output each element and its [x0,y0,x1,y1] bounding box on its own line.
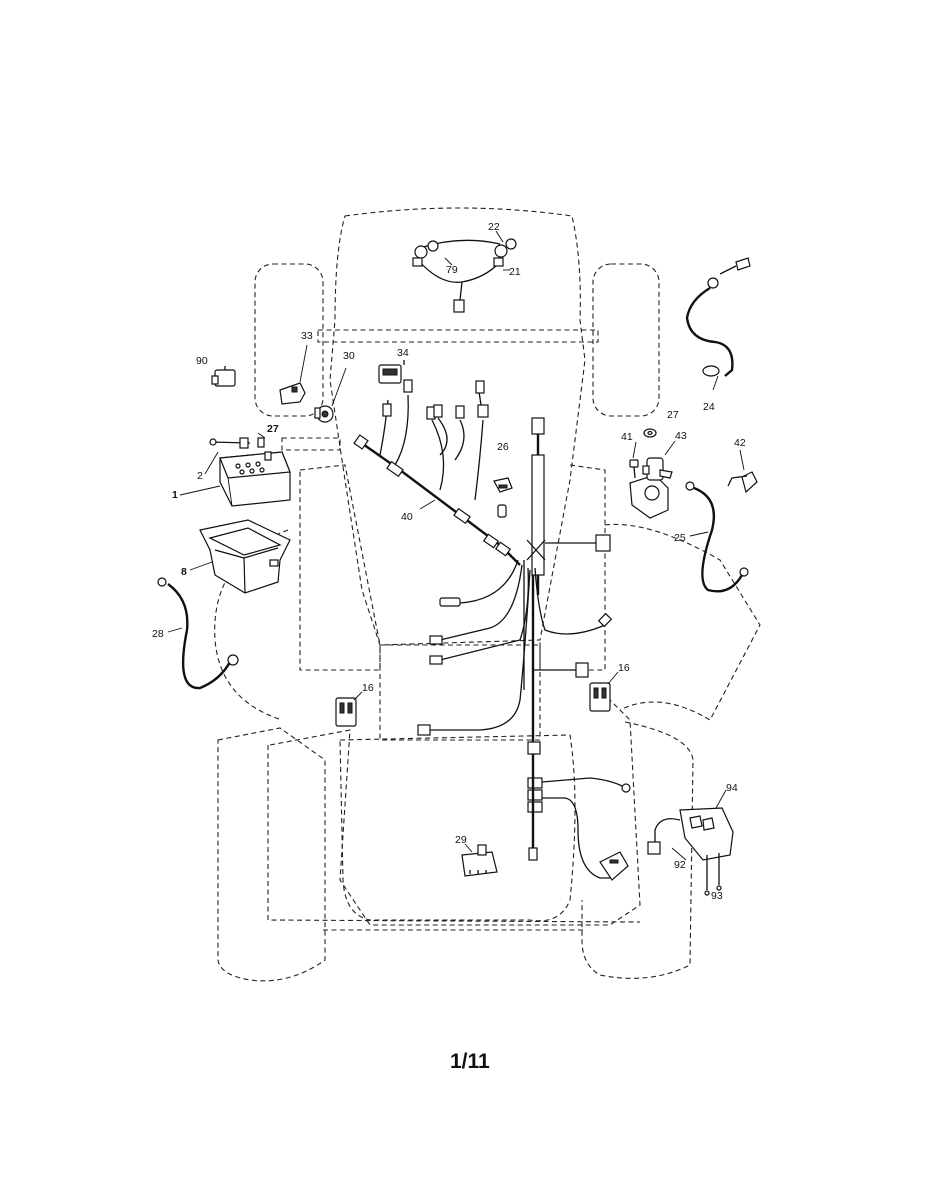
pto-switch [461,843,498,877]
battery-cable-positive [685,481,749,593]
solenoid [211,366,236,387]
main-harness [353,379,521,566]
callout-16-right: 16 [618,662,630,674]
callout-1: 1 [172,489,178,501]
callout-24: 24 [703,401,715,413]
callout-90: 90 [196,355,208,367]
seat-switch [279,344,308,405]
terminal-boot [727,449,758,494]
callout-43: 43 [675,430,687,442]
callout-94: 94 [726,782,738,794]
callout-16-left: 16 [362,682,374,694]
callout-34: 34 [397,347,409,359]
callout-22: 22 [488,221,500,233]
headlight-assembly [412,230,517,313]
interlock-switch-left [335,691,363,727]
light-switch [378,360,405,384]
callout-93: 93 [711,890,723,902]
callout-21: 21 [509,266,521,278]
callout-28: 28 [152,628,164,640]
callout-2: 2 [197,470,203,482]
callout-92: 92 [674,859,686,871]
battery-tray [189,519,291,594]
callout-79: 79 [446,264,458,276]
battery [179,432,291,507]
starter-cable [685,257,751,391]
callout-40: 40 [401,511,413,523]
callout-30: 30 [343,350,355,362]
callout-27-starter: 27 [667,409,679,421]
callout-33: 33 [301,330,313,342]
callout-42: 42 [734,437,746,449]
callout-41: 41 [621,431,633,443]
page-number: 1/11 [450,1050,490,1073]
safety-module [647,789,734,896]
starter-solenoid [629,428,676,519]
callout-25: 25 [674,532,686,544]
part-callouts: 22 79 21 33 90 30 34 27 2 1 26 40 8 28 2… [152,221,746,902]
battery-cable-negative [157,577,239,690]
interlock-switch-right [589,671,619,712]
callout-26: 26 [497,441,509,453]
ignition-switch [314,367,347,423]
callout-29: 29 [455,834,467,846]
callout-27-battery: 27 [267,423,279,435]
callout-8: 8 [181,566,187,578]
center-harness [417,417,631,881]
